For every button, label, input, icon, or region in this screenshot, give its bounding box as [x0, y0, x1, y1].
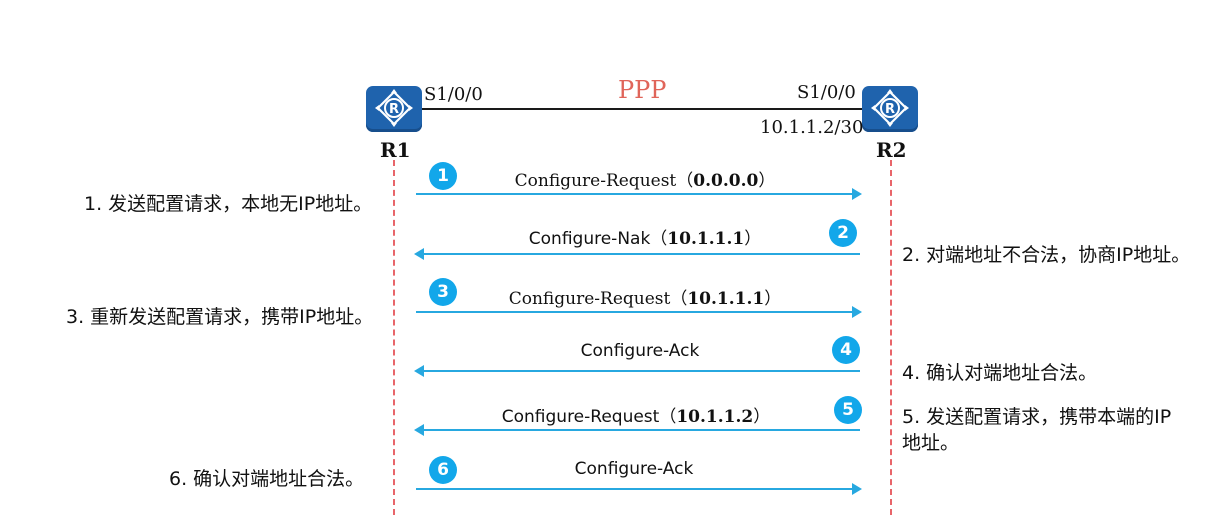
r2-name: R2	[876, 138, 907, 162]
note-step-4: 4. 确认对端地址合法。	[902, 362, 1098, 384]
message-arrow-5	[414, 424, 860, 436]
r2-ip-label: 10.1.1.2/30	[760, 117, 864, 138]
message-value: 10.1.1.1	[687, 289, 765, 309]
paren-open: （	[676, 171, 694, 191]
ppp-link	[422, 108, 862, 110]
step-badge-2: 2	[829, 219, 857, 247]
message-label-2: Configure-Nak（10.1.1.1）	[529, 224, 761, 249]
message-arrow-2	[414, 248, 860, 260]
message-label-3: Configure-Request（10.1.1.1）	[509, 284, 782, 309]
message-value: 0.0.0.0	[693, 171, 759, 191]
r1-port-label: S1/0/0	[424, 84, 483, 105]
message-label-5: Configure-Request（10.1.1.2）	[502, 402, 771, 427]
paren-open: （	[659, 407, 677, 427]
protocol-label: PPP	[618, 76, 667, 104]
message-text: Configure-Request	[508, 289, 671, 309]
router-r2-icon: R	[862, 86, 918, 132]
note-step-3: 3. 重新发送配置请求，携带IP地址。	[66, 306, 374, 328]
step-badge-3: 3	[429, 278, 457, 306]
note-step-5-line2: 地址。	[902, 432, 960, 454]
message-value: 10.1.1.2	[676, 407, 754, 427]
message-text: Configure-Request	[501, 407, 660, 427]
message-text: Configure-Ack	[580, 341, 700, 361]
message-text: Configure-Request	[514, 171, 677, 191]
step-badge-4: 4	[832, 336, 860, 364]
note-step-5-line1: 5. 发送配置请求，携带本端的IP	[902, 406, 1172, 428]
message-label-4: Configure-Ack	[581, 341, 700, 361]
r2-lifeline	[890, 160, 892, 515]
r1-lifeline	[393, 160, 395, 515]
message-label-1: Configure-Request（0.0.0.0）	[515, 166, 776, 191]
message-arrow-4	[414, 365, 860, 377]
message-arrow-1	[416, 188, 862, 200]
paren-open: （	[670, 289, 688, 309]
message-arrow-6	[416, 483, 862, 495]
message-text: Configure-Ack	[574, 459, 694, 479]
note-step-2: 2. 对端地址不合法，协商IP地址。	[902, 244, 1191, 266]
note-step-1: 1. 发送配置请求，本地无IP地址。	[84, 193, 373, 215]
paren-close: ）	[758, 171, 776, 191]
paren-open: （	[650, 229, 668, 249]
svg-text:R: R	[389, 102, 399, 117]
message-value: 10.1.1.1	[667, 229, 745, 249]
message-arrow-3	[416, 306, 862, 318]
message-label-6: Configure-Ack	[575, 459, 694, 479]
step-badge-1: 1	[429, 162, 457, 190]
paren-close: ）	[753, 407, 771, 427]
r1-name: R1	[380, 138, 411, 162]
router-r1-icon: R	[366, 86, 422, 132]
step-badge-5: 5	[834, 396, 862, 424]
message-text: Configure-Nak	[528, 229, 651, 249]
note-step-6: 6. 确认对端地址合法。	[169, 468, 365, 490]
paren-close: ）	[764, 289, 782, 309]
paren-close: ）	[744, 229, 762, 249]
step-badge-6: 6	[429, 456, 457, 484]
r2-port-label: S1/0/0	[797, 82, 856, 103]
svg-text:R: R	[885, 102, 895, 117]
